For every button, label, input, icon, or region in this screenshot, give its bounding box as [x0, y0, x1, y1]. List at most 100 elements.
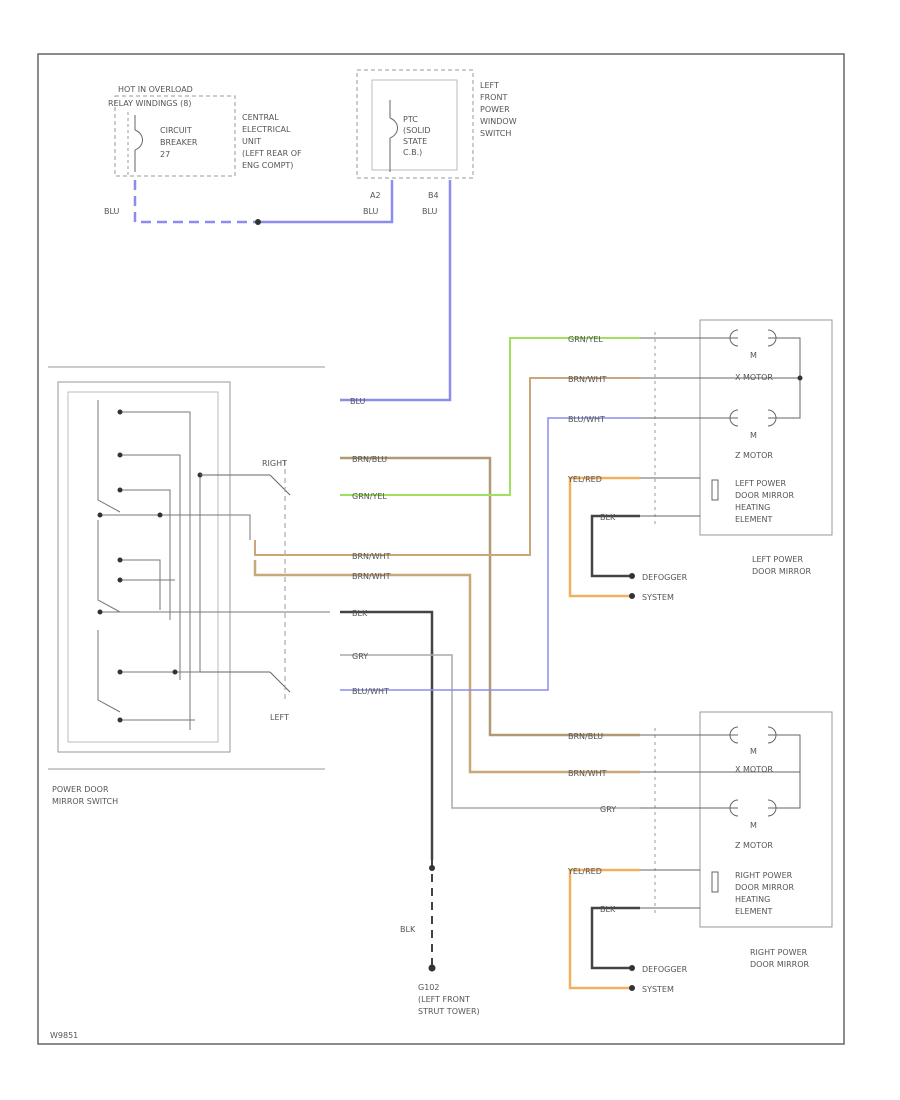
right-defogger-dot-1: [629, 965, 635, 971]
left-heat-label-1: LEFT POWER: [735, 479, 786, 488]
right-mirror-title-1: RIGHT POWER: [750, 948, 808, 957]
right-z-motor-symbol: [729, 799, 777, 817]
defogger-2-label-a: DEFOGGER: [642, 965, 688, 974]
mirror-switch-contacts: [97, 400, 330, 730]
mirror-switch-outer: [57, 381, 231, 753]
wire-label-yel-red-2: YEL/RED: [567, 867, 602, 876]
wire-label-yel-red-1: YEL/RED: [567, 475, 602, 484]
left-selector-switch: [200, 671, 291, 693]
left-x-motor-symbol: [729, 329, 777, 347]
wire-label-brn-wht-2: BRN/WHT: [352, 572, 391, 581]
ground-label-2: (LEFT FRONT: [418, 995, 470, 1004]
left-heat-label-4: ELEMENT: [735, 515, 773, 524]
left-mirror-wires: [640, 337, 801, 517]
left-mirror-title-1: LEFT POWER: [752, 555, 803, 564]
splice-dot: [255, 219, 261, 225]
switch-left-label: LEFT: [270, 713, 289, 722]
right-selector-switch: [200, 474, 291, 496]
wire-label-brn-blu-r: BRN/BLU: [568, 732, 603, 741]
ceu-label-1: CENTRAL: [242, 113, 279, 122]
circuit-breaker-label-2: BREAKER: [160, 138, 198, 147]
ptc-label-1: PTC: [403, 115, 418, 124]
right-defogger-dot-2: [629, 985, 635, 991]
switch-title-2: MIRROR SWITCH: [52, 797, 118, 806]
wire-label-grn-yel: GRN/YEL: [352, 492, 387, 501]
switch-right-label: RIGHT: [262, 459, 287, 468]
left-mirror-box: [699, 319, 833, 536]
left-x-motor-m: M: [750, 351, 757, 360]
fuse-header2: RELAY WINDINGS (8): [108, 99, 191, 108]
wire-label-brn-wht-1: BRN/WHT: [352, 552, 391, 561]
wire-blu-to-switch: [340, 180, 452, 402]
right-x-motor-symbol: [729, 726, 777, 744]
window-switch-label-3: POWER: [480, 105, 510, 114]
wire-label-blk-ground: BLK: [400, 925, 416, 934]
diagram-code: W9851: [50, 1031, 78, 1040]
window-switch-box: [356, 69, 474, 179]
window-switch-label-5: SWITCH: [480, 129, 511, 138]
left-heat-label-2: DOOR MIRROR: [735, 491, 795, 500]
left-x-motor-label: X MOTOR: [735, 373, 773, 382]
ground-label-3: STRUT TOWER): [418, 1007, 480, 1016]
right-heat-label-1: RIGHT POWER: [735, 871, 793, 880]
ceu-label-4: (LEFT REAR OF: [242, 149, 302, 158]
central-electrical-unit-box: [114, 95, 236, 177]
defogger-1-label-b: SYSTEM: [642, 593, 674, 602]
ptc-label-2: (SOLID: [403, 126, 430, 135]
wire-label-grn-yel-r: GRN/YEL: [568, 335, 603, 344]
wire-label-gry: GRY: [352, 652, 368, 661]
ptc-label-4: C.B.): [403, 148, 422, 157]
right-heat-label-4: ELEMENT: [735, 907, 773, 916]
left-z-motor-m: M: [750, 431, 757, 440]
right-heating-element-symbol: [711, 871, 719, 893]
wire-label-blu-wht-r: BLU/WHT: [568, 415, 605, 424]
wire-blu-wht: [340, 417, 640, 691]
wire-label-blu-1: BLU: [104, 207, 120, 216]
ptc-label-3: STATE: [403, 137, 427, 146]
right-defogger-black: [590, 906, 640, 970]
circuit-breaker-symbol: [134, 115, 143, 172]
window-switch-label-4: WINDOW: [480, 117, 517, 126]
left-z-motor-symbol: [729, 409, 777, 427]
mirror-switch-inner: [67, 391, 219, 743]
wire-label-brn-wht-r: BRN/WHT: [568, 375, 607, 384]
ceu-label-2: ELECTRICAL: [242, 125, 291, 134]
wire-label-blk-r2: BLK: [600, 905, 616, 914]
right-defogger-orange: [568, 868, 640, 990]
diagram-frame: [37, 53, 845, 1045]
ground-dot-top: [429, 865, 435, 871]
wire-label-brn-blu: BRN/BLU: [352, 455, 387, 464]
wire-label-blu-4: BLU: [350, 397, 366, 406]
defogger-1-label-a: DEFOGGER: [642, 573, 688, 582]
wire-label-gry-r: GRY: [600, 805, 616, 814]
wire-brn-wht-1: [254, 377, 640, 556]
right-x-motor-m: M: [750, 747, 757, 756]
right-x-motor-label: X MOTOR: [735, 765, 773, 774]
wire-label-blk: BLK: [352, 609, 368, 618]
right-heat-label-3: HEATING: [735, 895, 770, 904]
wire-gry: [340, 654, 640, 809]
wire-blu-supply: [258, 180, 394, 224]
wire-label-blk-r1: BLK: [600, 513, 616, 522]
window-switch-label-2: FRONT: [480, 93, 507, 102]
ground-dot-bottom: [428, 964, 436, 972]
fuse-header: HOT IN OVERLOAD: [118, 85, 193, 94]
pin-b4: B4: [428, 191, 439, 200]
circuit-breaker-label-3: 27: [160, 150, 170, 159]
circuit-breaker-label-1: CIRCUIT: [160, 126, 192, 135]
switch-title-1: POWER DOOR: [52, 785, 109, 794]
wire-brn-blu: [340, 456, 640, 737]
left-defogger-dot-1: [629, 573, 635, 579]
wire-grn-yel: [340, 337, 640, 496]
pin-a2: A2: [370, 191, 381, 200]
ceu-label-5: ENG COMPT): [242, 161, 293, 170]
right-z-motor-m: M: [750, 821, 757, 830]
ptc-symbol: [389, 100, 398, 172]
wire-brn-wht-2: [253, 560, 640, 774]
right-mirror-title-2: DOOR MIRROR: [750, 960, 810, 969]
left-mirror-title-2: DOOR MIRROR: [752, 567, 812, 576]
right-mirror-box: [699, 711, 833, 928]
wire-label-blu-3: BLU: [422, 207, 438, 216]
left-z-motor-label: Z MOTOR: [735, 451, 773, 460]
